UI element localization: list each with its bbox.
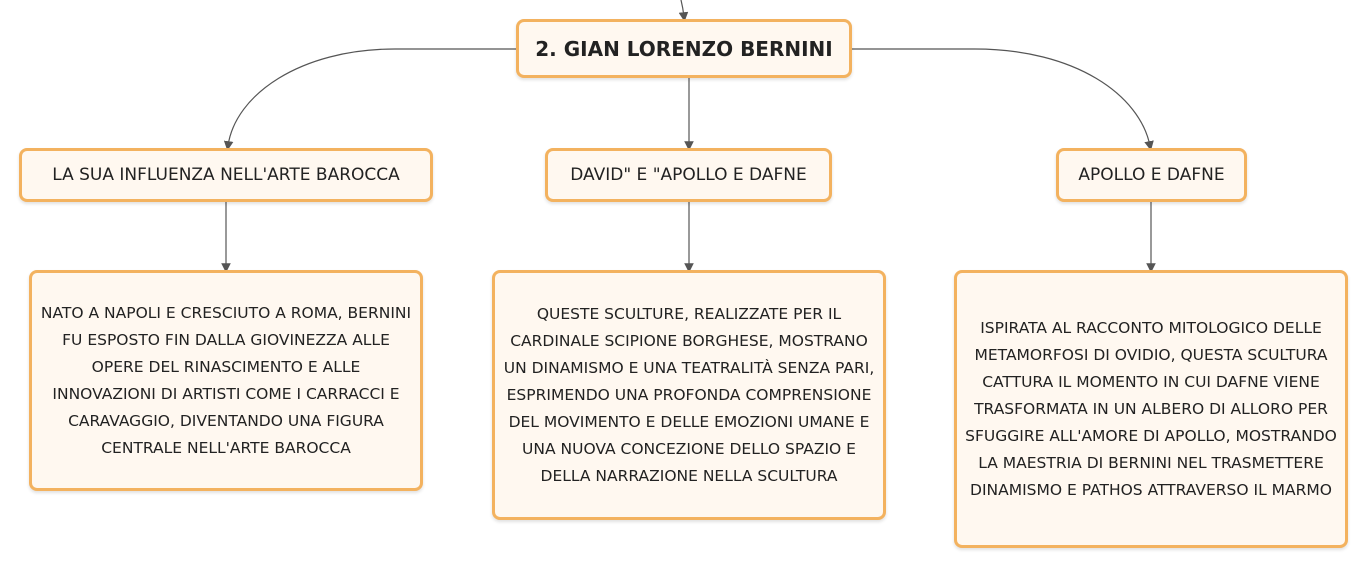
topic-node-label: DAVID" E "APOLLO E DAFNE (570, 165, 807, 185)
detail-node-apollo-dafne[interactable]: ISPIRATA AL RACCONTO MITOLOGICO DELLE ME… (954, 270, 1348, 548)
detail-node-influenza[interactable]: NATO A NAPOLI E CRESCIUTO A ROMA, BERNIN… (29, 270, 423, 491)
topic-node-david-apollo[interactable]: DAVID" E "APOLLO E DAFNE (545, 148, 832, 202)
topic-node-apollo-dafne[interactable]: APOLLO E DAFNE (1056, 148, 1247, 202)
topic-node-label: LA SUA INFLUENZA NELL'ARTE BAROCCA (52, 165, 400, 185)
connector-root-to-topic-1 (223, 48, 516, 151)
detail-node-text: NATO A NAPOLI E CRESCIUTO A ROMA, BERNIN… (40, 303, 412, 457)
detail-node-text: ISPIRATA AL RACCONTO MITOLOGICO DELLE ME… (965, 318, 1337, 499)
connector-root-to-topic-3 (852, 48, 1154, 151)
topic-node-label: APOLLO E DAFNE (1078, 165, 1225, 185)
topic-node-influenza[interactable]: LA SUA INFLUENZA NELL'ARTE BAROCCA (19, 148, 433, 202)
root-node[interactable]: 2. GIAN LORENZO BERNINI (516, 19, 852, 78)
detail-node-text: QUESTE SCULTURE, REALIZZATE PER IL CARDI… (503, 304, 875, 485)
root-node-label: 2. GIAN LORENZO BERNINI (535, 36, 833, 61)
detail-node-david-apollo[interactable]: QUESTE SCULTURE, REALIZZATE PER IL CARDI… (492, 270, 886, 520)
incoming-connector (678, 0, 689, 22)
